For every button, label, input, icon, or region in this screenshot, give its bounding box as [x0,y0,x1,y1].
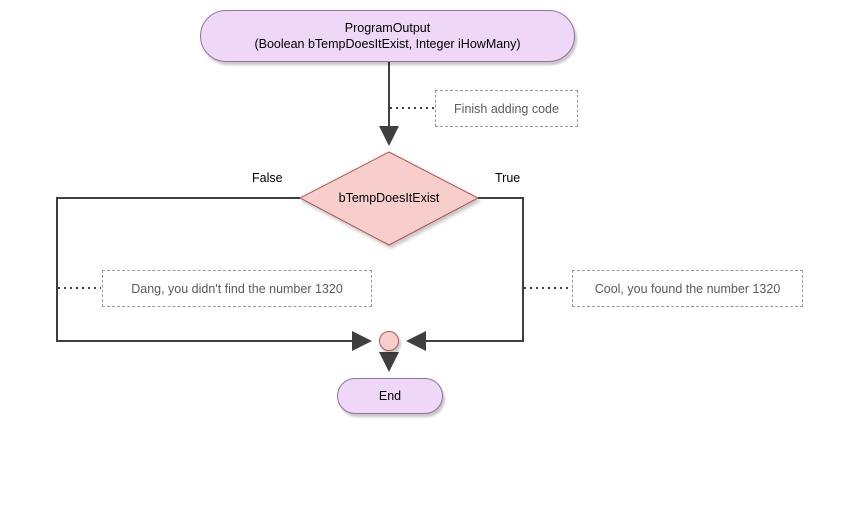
start-node-params: (Boolean bTempDoesItExist, Integer iHowM… [254,37,521,51]
start-node: ProgramOutput (Boolean bTempDoesItExist,… [200,10,575,62]
true-branch-label: True [493,171,523,185]
annotation-false-result: Dang, you didn't find the number 1320 [102,270,372,307]
merge-connector-circle [379,331,399,351]
edge-true-branch [406,197,524,351]
end-node-label: End [378,388,402,403]
start-node-title: ProgramOutput [344,20,431,35]
decision-node-label: bTempDoesItExist [338,191,440,205]
end-node: End [337,378,443,414]
edge-false-branch [56,197,372,351]
annotation-true-result: Cool, you found the number 1320 [572,270,803,307]
decision-diamond-shape [298,151,480,246]
false-branch-label: False [250,171,285,185]
annotation-finish-adding-code: Finish adding code [435,90,578,127]
